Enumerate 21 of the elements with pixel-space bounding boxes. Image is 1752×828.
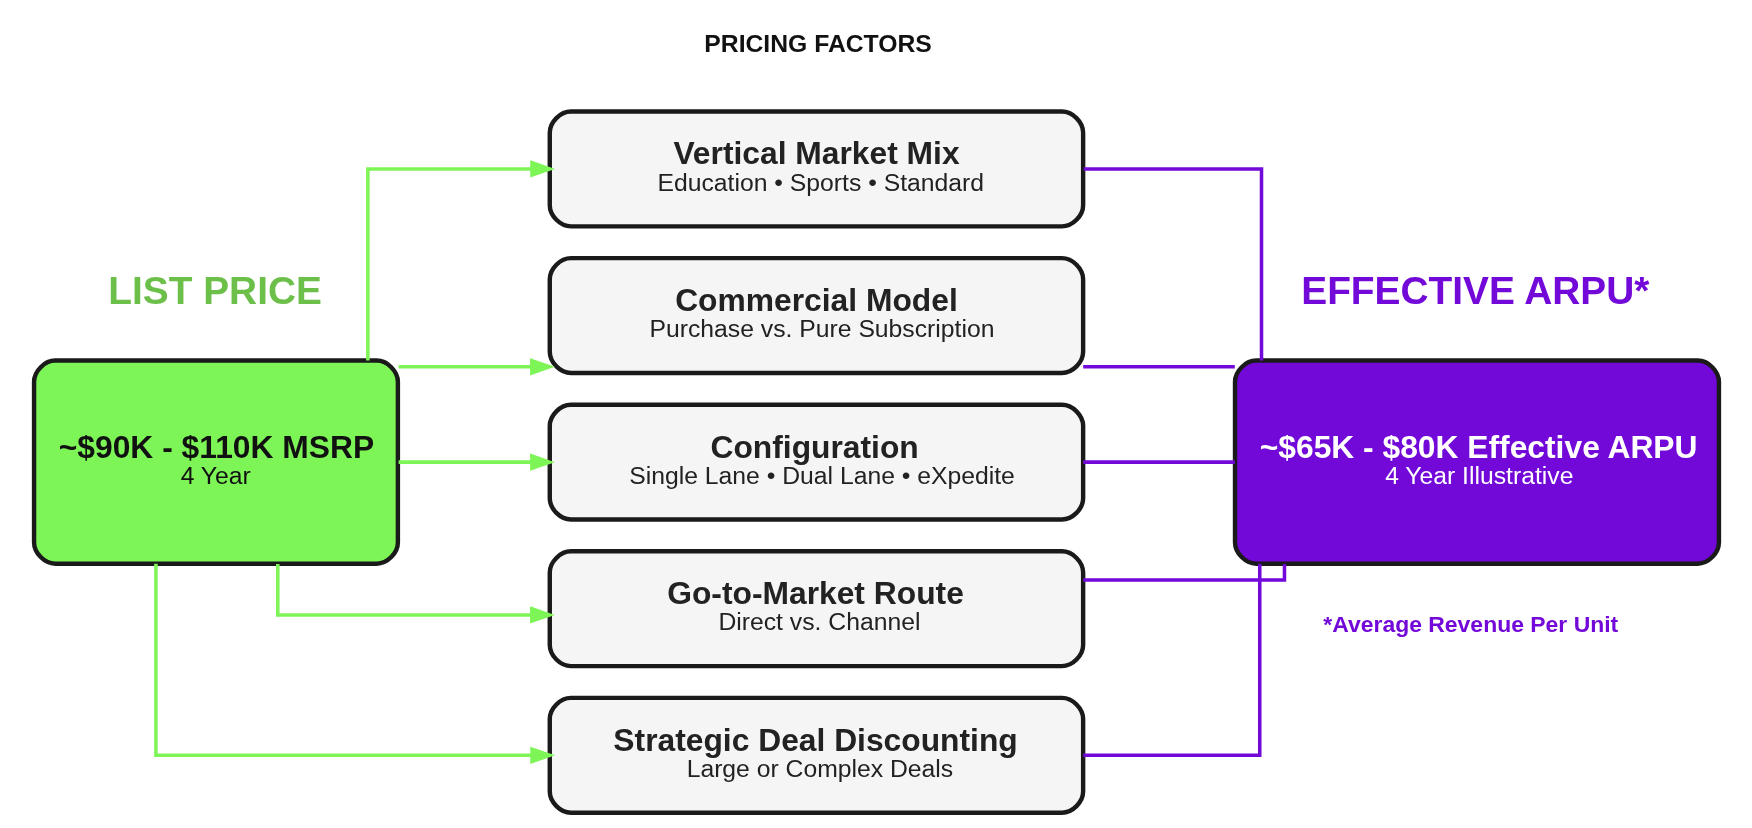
node-box: Commercial Model Purchase vs. Pure Subscription: [547, 255, 1085, 376]
arrow: [398, 453, 555, 471]
node-box: ~$90K - $110K MSRP 4 Year: [31, 358, 400, 566]
node-box: Configuration Single Lane • Dual Lane • eXpedite: [547, 402, 1085, 522]
connector: [1083, 167, 1263, 361]
node-box: ~$65K - $80K Effective ARPU 4 Year Illustrative: [1232, 358, 1721, 566]
arrow: [398, 358, 555, 376]
node-box: Go-to-Market Route Direct vs. Channel: [547, 549, 1085, 669]
connector: [1082, 460, 1235, 464]
node-box: Strategic Deal Discounting Large or Complex Deals: [547, 695, 1085, 815]
label: LIST PRICE: [107, 269, 322, 313]
arrow: [275, 564, 555, 624]
arrow: [365, 160, 555, 361]
connector: [1082, 365, 1235, 369]
label: *Average Revenue Per Unit: [1322, 611, 1618, 638]
label: PRICING FACTORS: [703, 29, 932, 57]
arrow: [153, 563, 555, 764]
connector: [1082, 563, 1261, 758]
node-box: Vertical Market Mix Education • Sports • Standard: [547, 109, 1085, 229]
label: EFFECTIVE ARPU*: [1300, 269, 1649, 313]
connector: [1082, 564, 1286, 582]
